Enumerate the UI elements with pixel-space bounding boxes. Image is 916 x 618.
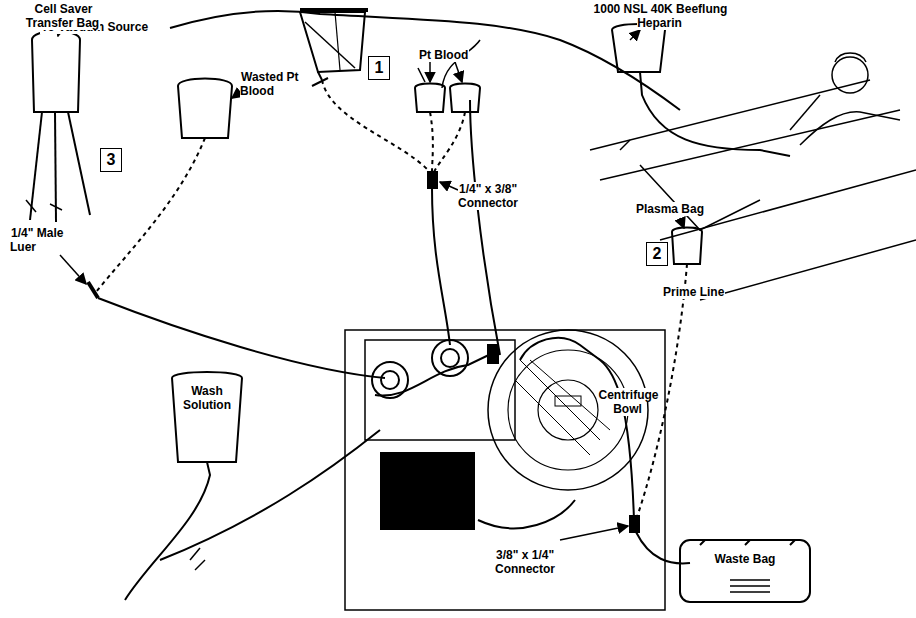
node-text: 3	[101, 149, 121, 170]
callout-number: 3	[100, 148, 122, 172]
label-text: 1/4" x 3/8" Connector	[458, 182, 519, 210]
label-text: 1/4" Male Luer	[10, 226, 63, 254]
node-text: 2	[647, 243, 667, 264]
callout-number: 1	[368, 56, 390, 80]
label-text: Prime Line	[662, 285, 725, 299]
label: Pt Blood	[418, 48, 488, 62]
label: Wasted Pt Blood	[240, 70, 310, 98]
label-text: Wasted Pt Blood	[240, 70, 299, 98]
label-text: Pt Blood	[418, 48, 469, 62]
label: Centrifuge Bowl	[596, 388, 660, 416]
label: Prime Line	[662, 285, 732, 299]
node-text: 1	[369, 57, 389, 78]
label: 1/4" x 3/8" Connector	[458, 182, 538, 210]
label-text: Plasma Bag	[635, 202, 705, 216]
callout-number: 2	[646, 242, 668, 266]
label-text: Centrifuge Bowl	[598, 388, 659, 416]
label: 1000 NSL 40K Beeflung Heparin	[585, 2, 735, 30]
label: 1/4" Male Luer	[10, 226, 80, 254]
label-text: 3/8" x 1/4" Connector	[495, 548, 556, 576]
node-text: Waste Bag	[700, 552, 790, 566]
wash-bag: Wash Solution	[176, 384, 238, 412]
label: Cell Saver Transfer Bag	[18, 2, 108, 30]
node-text: Wash Solution	[176, 384, 238, 412]
label: Plasma Bag	[635, 202, 715, 216]
label: 3/8" x 1/4" Connector	[495, 548, 585, 576]
waste-bag: Waste Bag	[700, 552, 790, 566]
label-text: 1000 NSL 40K Beeflung Heparin	[593, 2, 728, 30]
label-text: Cell Saver Transfer Bag	[26, 2, 100, 30]
